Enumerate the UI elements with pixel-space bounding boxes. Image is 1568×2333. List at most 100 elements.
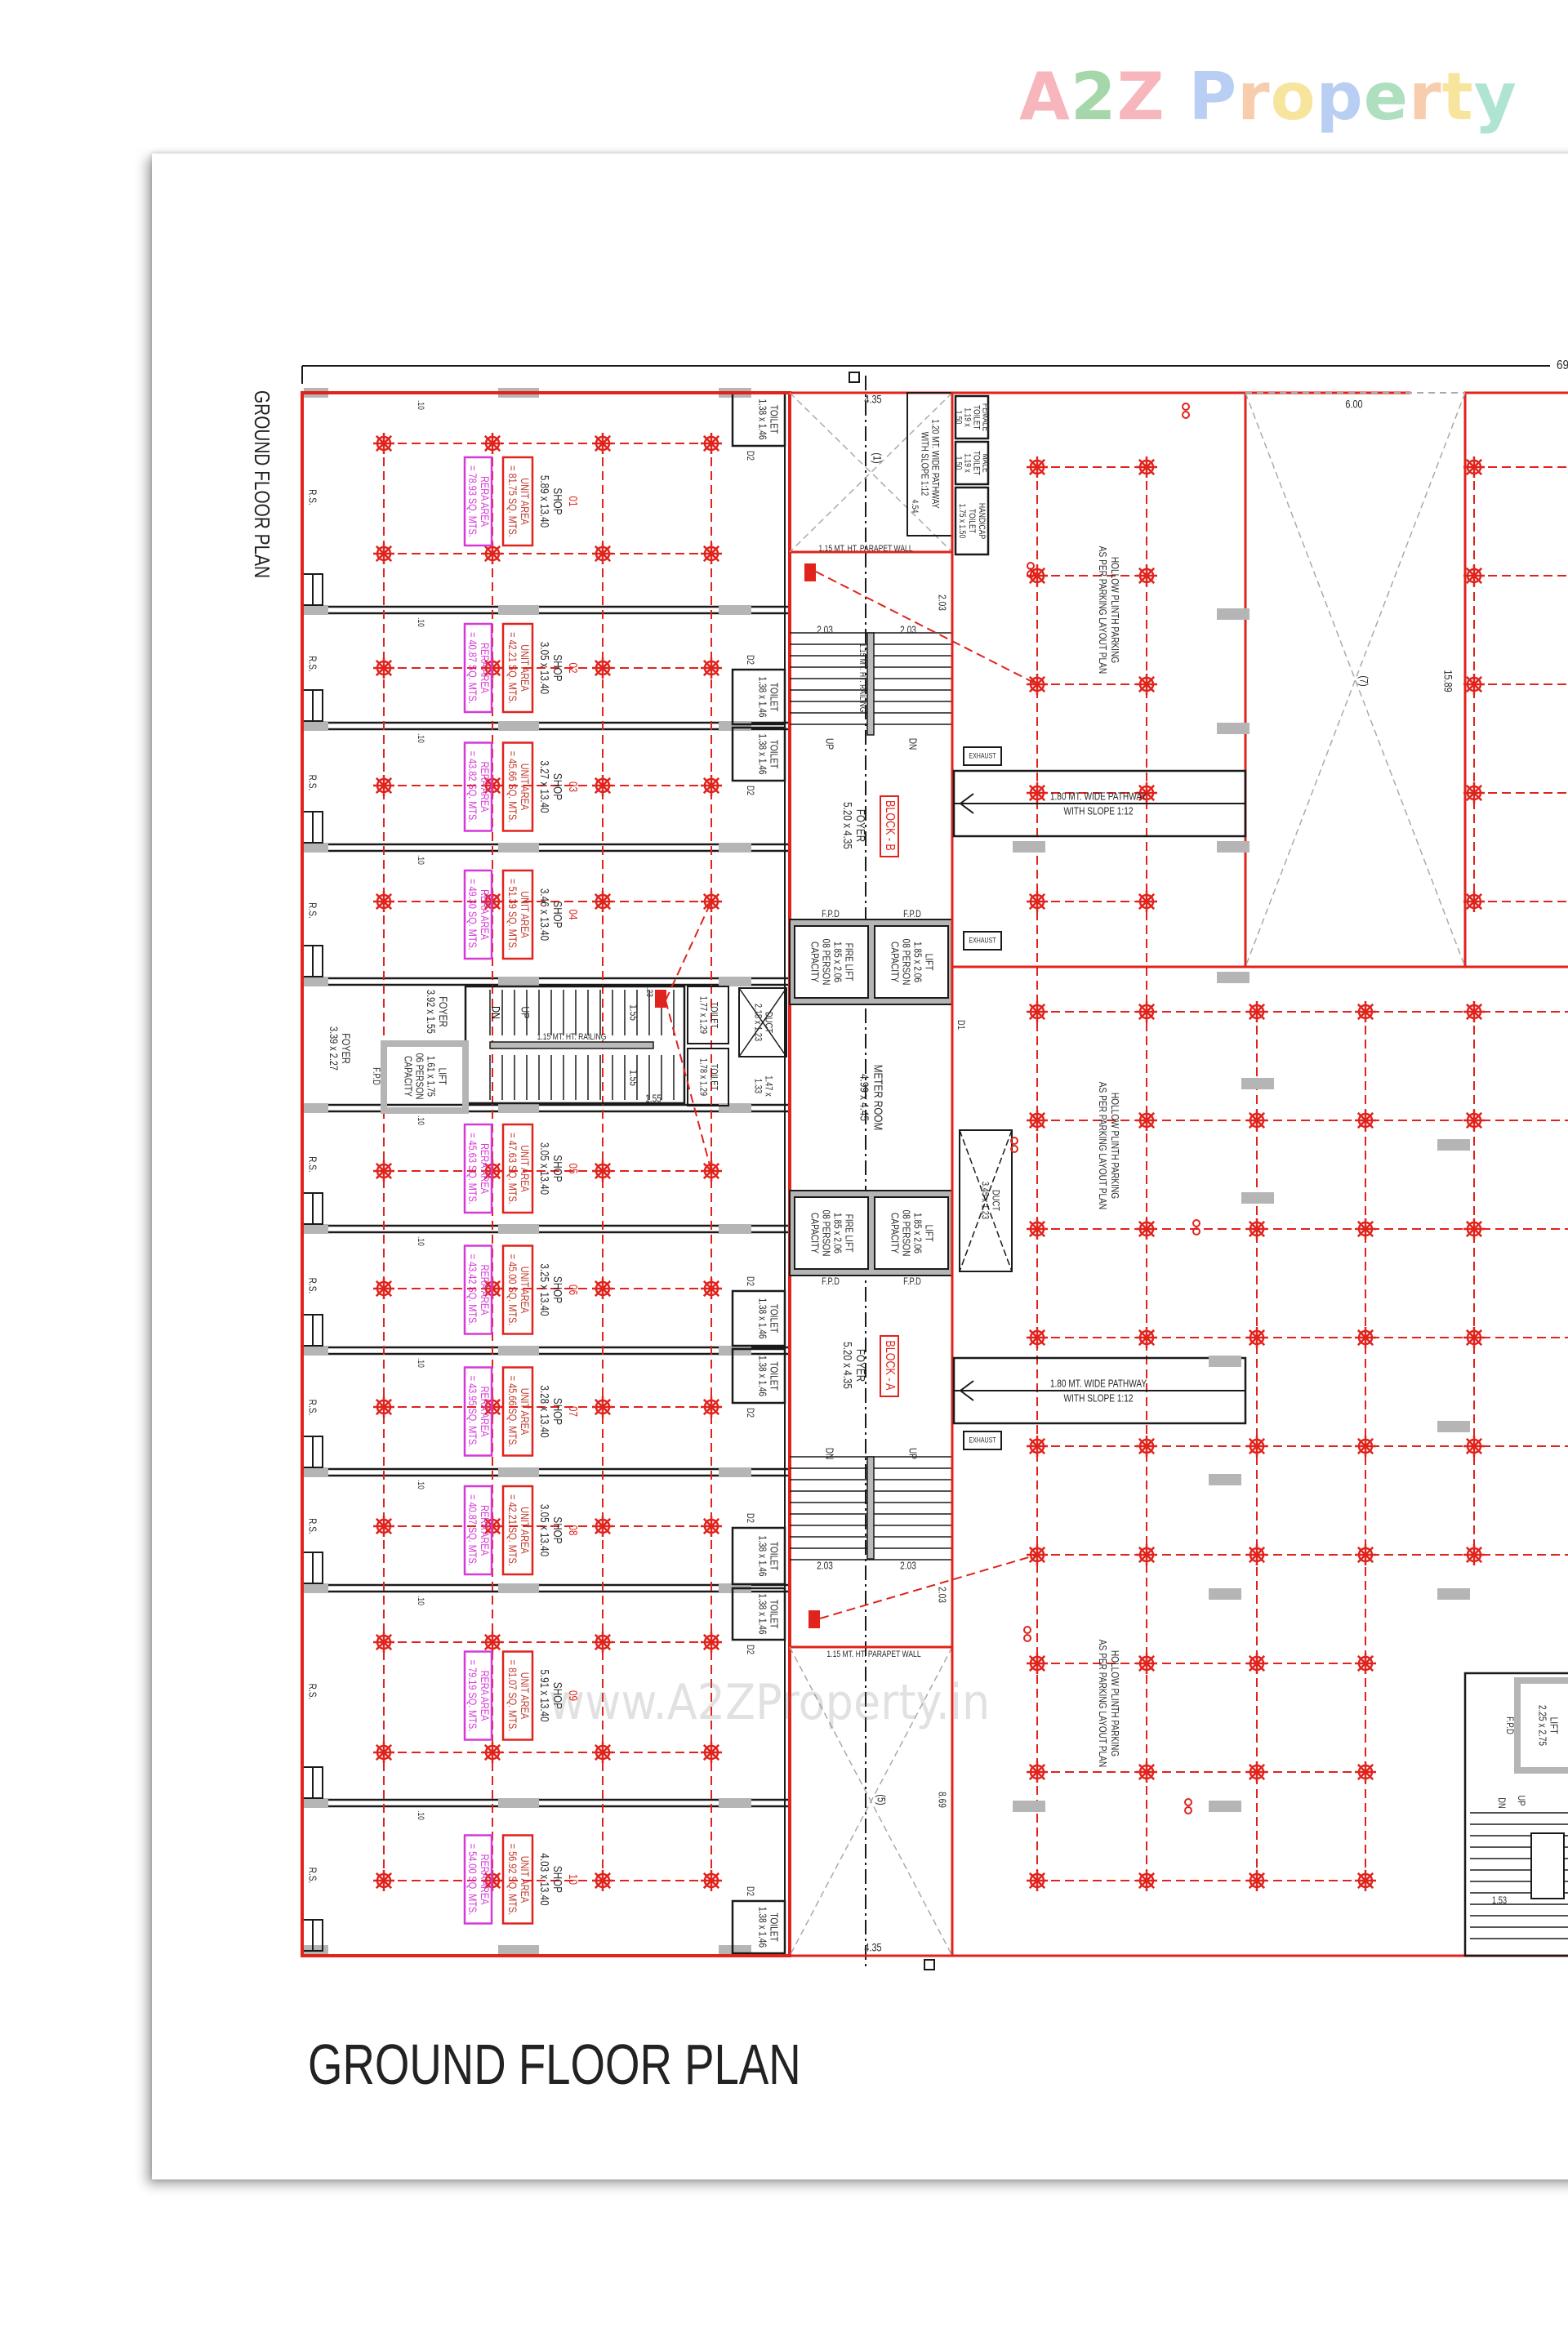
column-spoke: [702, 434, 720, 452]
duct-shaft: [959, 1129, 1013, 1272]
structural-column: [304, 1346, 328, 1356]
male-toilet-label-line: MALE: [980, 453, 990, 473]
hydrant-icon: [1192, 1227, 1200, 1236]
structural-column: [304, 1103, 328, 1113]
door-label-line: D2: [744, 1513, 755, 1523]
unit-area-label: UNIT AREA= 81.07 SQ. MTS.: [506, 1660, 531, 1732]
hydrant-icon: [1023, 1626, 1031, 1634]
column-marker: [482, 1742, 503, 1763]
watermark: www.A2ZProperty.in: [549, 1674, 991, 1731]
male-toilet-label-line: 1.19 x: [962, 453, 972, 472]
unit-area-box: [501, 622, 534, 714]
shop-number: 05: [567, 1163, 581, 1173]
section-marker-top: [849, 372, 860, 383]
rera-area-label-line: = 78.93 SQ. MTS.: [466, 465, 479, 537]
column-marker: [592, 543, 613, 564]
right-building: [1463, 1672, 1568, 1957]
wall-thickness-label: .10: [416, 1115, 425, 1125]
toilet-room: [731, 1587, 786, 1641]
unit-area-label-line: = 45.66 SQ. MTS.: [506, 751, 519, 823]
column-marker: [701, 891, 722, 912]
structural-column: [498, 1346, 539, 1356]
fire-door-label-line: F.P.D: [370, 1067, 381, 1085]
column-marker: [1136, 1870, 1157, 1891]
column-spoke: [375, 434, 393, 452]
wall-thickness-label: .10: [416, 1236, 425, 1246]
lift-label-line: CAPACITY: [889, 942, 900, 982]
stair-dimension-line: 2.03: [817, 1560, 833, 1571]
column-marker: [373, 775, 394, 796]
column-marker: [592, 1396, 613, 1418]
hydrant-icon: [1023, 1634, 1031, 1642]
lift-label-line: 08 PERSON: [900, 1210, 911, 1257]
wall-thickness-label: .23: [644, 987, 654, 997]
fire-lift-label-line: CAPACITY: [808, 1213, 820, 1253]
column-spoke: [702, 1517, 720, 1535]
column-marker: [373, 1632, 394, 1653]
fire-door-label-line: F.P.D: [822, 1276, 840, 1287]
unit-area-box: [501, 869, 534, 960]
exhaust-label: EXHAUST: [969, 752, 996, 760]
rera-area-label-line: RERA AREA: [478, 1387, 491, 1437]
toilet-label-line: 1.38 x 1.46: [756, 1593, 768, 1634]
column-spoke: [594, 1280, 612, 1298]
railing-label: 1.15 MT. HT. RAILING: [858, 643, 867, 713]
rolling-shutter-label-line: R.S.: [306, 902, 318, 919]
structural-column: [498, 1224, 539, 1234]
column-spoke: [1248, 1654, 1266, 1672]
shop-number-line: 07: [567, 1406, 581, 1417]
toilet-label-line: 1.77 x 1.29: [697, 996, 708, 1034]
wall-thickness-label: .10: [416, 1358, 425, 1368]
column-marker: [373, 891, 394, 912]
stair-dimension-line: 1.55: [645, 1093, 662, 1104]
rera-area-label: RERA AREA= 43.42 SQ. MTS.: [466, 1254, 491, 1326]
ramp-label: WITH SLOPE 1:12: [1064, 1392, 1134, 1404]
fire-door-label: F.P.D: [1503, 1716, 1514, 1734]
unit-area-label-line: UNIT AREA: [518, 764, 531, 811]
rera-area-box: [463, 1650, 493, 1741]
logo-letter: A: [1019, 59, 1071, 135]
stair-up-label: UP: [519, 1006, 532, 1018]
unit-area-box: [501, 456, 534, 547]
stair-dimension: 2.03: [900, 624, 916, 635]
column-spoke: [702, 1162, 720, 1180]
column-spoke: [375, 1398, 393, 1416]
duct-label-line: DUCT: [763, 1012, 773, 1033]
wall-thickness-label-line: .10: [416, 733, 425, 743]
rera-area-box: [463, 1834, 493, 1925]
hydrant-icon: [1027, 570, 1035, 578]
dimension-label: 6.00: [1345, 398, 1362, 411]
stair-up-label-line: UP: [823, 738, 835, 750]
overall-dimension-label-line: 69.: [1557, 358, 1568, 372]
ramp-label-line: WITH SLOPE 1:12: [1064, 1392, 1134, 1404]
toilet-label-line: TOILET: [768, 405, 779, 434]
shop-number: 10: [567, 1874, 581, 1885]
column-marker: [701, 775, 722, 796]
shop-number-line: 06: [567, 1284, 581, 1295]
column-spoke: [594, 893, 612, 910]
void-cross: [789, 392, 953, 553]
stair-dn-label: DN: [823, 1448, 835, 1460]
dimension-label: 15.89: [1441, 670, 1454, 692]
wall-thickness-label-line: .10: [416, 1358, 425, 1368]
plot-boundary-left: [301, 391, 791, 1957]
shaft-label-line: 1.47 x: [763, 1075, 773, 1097]
rera-area-label-line: = 43.95 SQ. MTS.: [466, 1376, 479, 1448]
unit-area-box: [501, 1366, 534, 1457]
sprinkler-link: [819, 1554, 1038, 1619]
toilet-room: [731, 1899, 786, 1955]
column-spoke: [1028, 1872, 1046, 1890]
shop-number-line: 02: [567, 662, 581, 673]
column-spoke: [702, 1872, 720, 1890]
hydrant-icon: [1027, 562, 1035, 570]
fire-lift-label-line: 1.85 x 2.06: [831, 1213, 843, 1253]
rolling-shutter-label: R.S.: [306, 1868, 318, 1884]
handicap-toilet-label-line: HANDICAP: [977, 503, 987, 540]
